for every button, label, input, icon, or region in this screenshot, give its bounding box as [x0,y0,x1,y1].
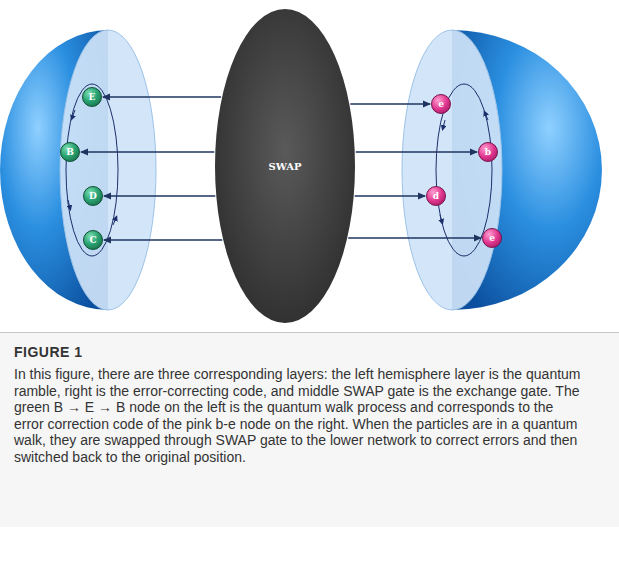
ring-arrow [68,200,70,208]
ring-arrow [440,215,442,222]
left-disc [60,30,156,310]
figure-caption: In this figure, there are three correspo… [14,366,586,466]
code-node: e [482,228,502,248]
walk-node: B [60,142,80,162]
swap-connector [356,151,477,152]
ring-arrow [113,218,116,225]
code-node: e [431,94,451,114]
swap-gate: SWAP [214,8,356,324]
right-disc [402,30,502,310]
code-node: b [478,142,498,162]
node-label: d [433,191,439,201]
swap-connector [104,195,215,196]
walk-ring [66,84,118,256]
ring-arrow [72,110,75,118]
code-node: d [426,186,446,206]
node-label: D [89,191,97,201]
node-label: SWAP [268,161,301,172]
swap-connector [355,195,425,196]
node-label: e [438,99,444,109]
node-label: E [89,92,96,102]
swap-connector [350,103,430,104]
swap-connector [104,239,222,240]
node-label: B [66,147,74,157]
node-label: C [89,235,96,245]
node-label: e [489,233,495,243]
ring-arrow [443,120,445,128]
figure-label: FIGURE 1 [14,344,83,360]
node-label: b [485,147,491,157]
swap-connector [81,151,214,152]
walk-node: C [83,230,103,250]
ring-arrow [485,113,488,120]
swap-connector [348,237,481,238]
swap-connector [103,96,221,97]
walk-node: D [83,186,103,206]
walk-node: E [82,87,102,107]
